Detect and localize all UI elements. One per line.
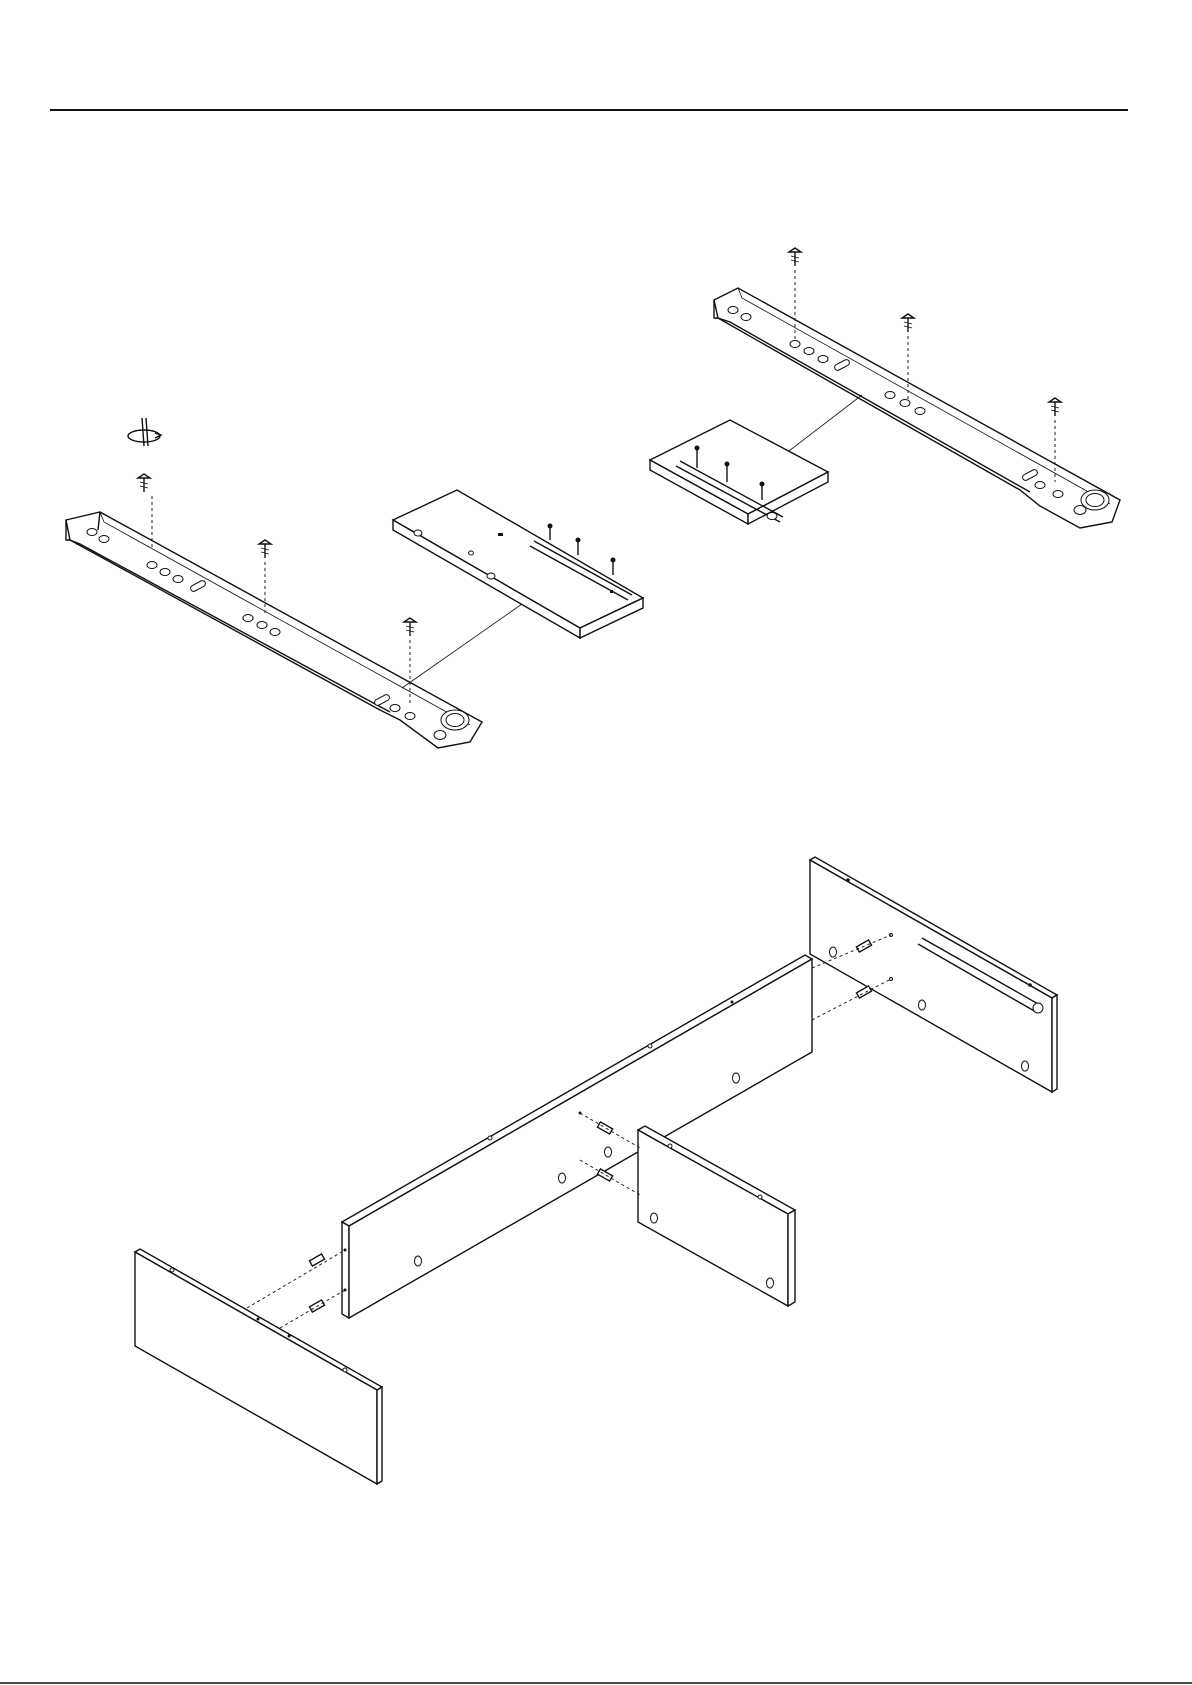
side-panel-left-step	[393, 490, 643, 638]
dowel-pin	[247, 1250, 345, 1308]
side-panel-right	[810, 857, 1057, 1092]
side-panel-right-step	[650, 420, 828, 524]
dowel-pin	[280, 1290, 345, 1328]
screwdriver-icon	[128, 418, 161, 446]
side-panel-middle	[638, 1126, 795, 1306]
